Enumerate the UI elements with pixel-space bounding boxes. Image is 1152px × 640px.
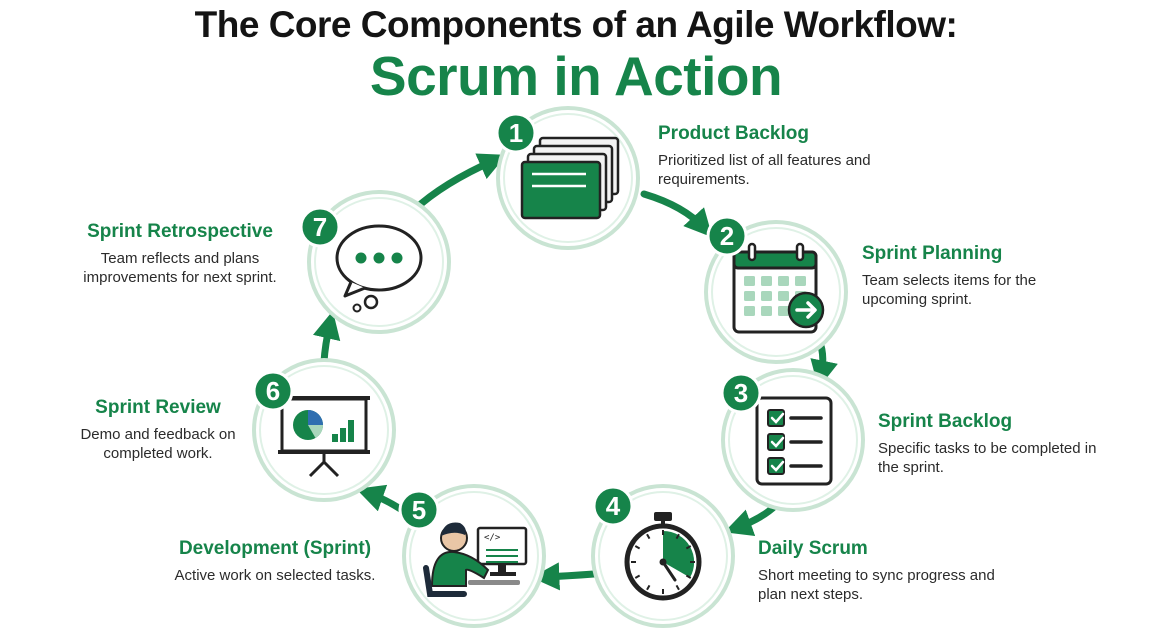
step-number: 5 (412, 495, 426, 525)
step-badge-4: 4 (592, 485, 634, 527)
step-number: 3 (734, 378, 748, 408)
step-node-7: 7 (299, 190, 451, 334)
step-title: Sprint Backlog (878, 411, 1013, 432)
step-badge-7: 7 (299, 206, 341, 248)
step-title: Sprint Planning (862, 243, 1003, 264)
cycle-nodes: 1 2 3 4 </> 5 6 7 (252, 106, 865, 628)
step-title: Product Backlog (658, 123, 809, 144)
speech-bubble-icon (335, 224, 423, 313)
step-title: Sprint Review (95, 397, 221, 418)
stopwatch-icon (624, 512, 702, 601)
stacked-cards-icon (520, 136, 620, 220)
presentation-chart-icon (278, 396, 370, 478)
step-title: Daily Scrum (758, 538, 868, 559)
cycle-arrow-4 (531, 562, 598, 591)
step-node-1: 1 (495, 106, 640, 250)
step-number: 4 (606, 491, 621, 521)
step-node-5: </> 5 (398, 484, 546, 628)
step-description: Demo and feedback on completed work. (80, 425, 236, 463)
step-description: Team selects items for the upcoming spri… (862, 271, 1037, 309)
step-description: Team reflects and plans improvements for… (83, 249, 277, 287)
step-description: Specific tasks to be completed in the sp… (878, 439, 1097, 477)
step-description: Prioritized list of all features and req… (658, 151, 871, 189)
step-badge-5: 5 (398, 489, 440, 531)
step-node-6: 6 (252, 358, 396, 502)
svg-text:</>: </> (484, 533, 501, 543)
title-line-1: The Core Components of an Agile Workflow… (194, 4, 958, 45)
step-description: Short meeting to sync progress and plan … (758, 566, 995, 604)
step-number: 1 (509, 118, 523, 148)
step-badge-1: 1 (495, 112, 537, 154)
step-node-2: 2 (704, 215, 848, 364)
step-badge-3: 3 (720, 372, 762, 414)
cycle-arrow-7 (410, 153, 507, 214)
step-description: Active work on selected tasks. (174, 566, 376, 584)
step-number: 2 (720, 221, 734, 251)
step-number: 7 (313, 212, 327, 242)
title-line-2: Scrum in Action (369, 45, 783, 107)
cycle-arrow-1 (640, 190, 713, 238)
step-number: 6 (266, 376, 280, 406)
step-node-4: 4 (591, 484, 735, 628)
step-label-5: Development (Sprint) Active work on selec… (160, 537, 390, 585)
step-badge-2: 2 (706, 215, 748, 257)
developer-at-computer-icon: </> (423, 522, 528, 597)
cycle-arrow-6 (312, 310, 341, 366)
calendar-arrow-icon (732, 242, 825, 334)
step-badge-6: 6 (252, 370, 294, 412)
step-title: Development (Sprint) (178, 538, 372, 559)
step-node-3: 3 (720, 368, 865, 512)
step-title: Sprint Retrospective (87, 221, 273, 242)
checklist-icon (755, 396, 833, 486)
